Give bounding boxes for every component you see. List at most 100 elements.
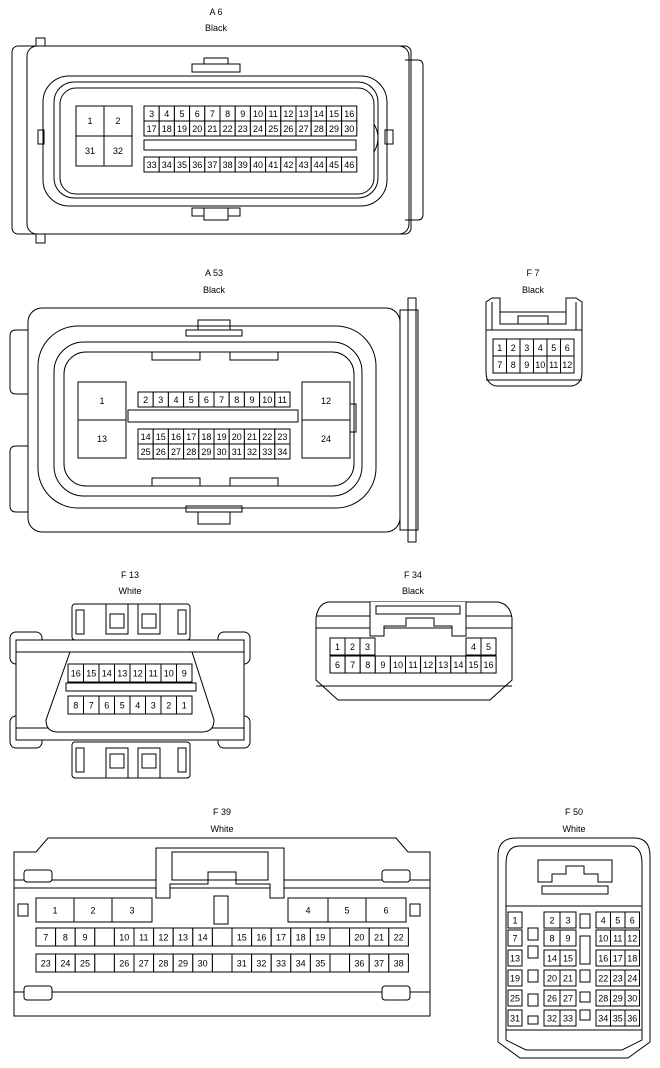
f50-pin: 11: [613, 934, 622, 944]
f50-pin: 31: [510, 1014, 520, 1024]
a6-pin: 40: [253, 160, 263, 170]
f7-pin: 3: [524, 343, 529, 353]
f39-pin: 22: [394, 933, 404, 943]
f50-pin: 27: [563, 994, 573, 1004]
f50-pin: 22: [598, 974, 608, 984]
f50-pin: 36: [627, 1014, 637, 1024]
a53-pin: 3: [158, 395, 163, 405]
f39-pin: 32: [256, 959, 266, 969]
f39-pin: 10: [119, 933, 129, 943]
f34-pin: 14: [453, 660, 463, 670]
f50-pin: 32: [547, 1014, 557, 1024]
a6-pin: 6: [195, 109, 200, 119]
f50-pin-cell: [507, 929, 523, 947]
a6-pin: 7: [210, 109, 215, 119]
f13-pin: 5: [120, 701, 125, 711]
f7-pin: 4: [538, 343, 543, 353]
f50-pin-cell: [507, 949, 523, 967]
f50-pin: 28: [598, 994, 608, 1004]
a53-pin: 32: [247, 447, 257, 457]
f50-pin-cell: [559, 1009, 577, 1027]
f39-pin: 3: [129, 906, 134, 916]
f39-pin: 23: [41, 959, 51, 969]
f34-pin-cell: [359, 637, 376, 656]
a53-pin: 33: [262, 447, 272, 457]
f39-pin: 12: [158, 933, 168, 943]
f34-pin: 11: [408, 660, 417, 670]
a53-pin: 1: [99, 396, 104, 406]
f39-pin: 25: [80, 959, 90, 969]
f34-pin: 5: [486, 642, 491, 652]
a53-pin: 12: [321, 396, 331, 406]
a53-pin: 30: [217, 447, 227, 457]
f39-pin: 1: [52, 906, 57, 916]
f39-pin: 2: [90, 906, 95, 916]
f50-pin: 23: [613, 974, 623, 984]
connector-a53-color: Black: [203, 285, 226, 295]
f50-pin-cell: [559, 949, 577, 967]
a6-pin: 46: [344, 160, 354, 170]
f7-pin: 10: [535, 360, 545, 370]
a6-pin: 11: [269, 109, 278, 119]
f34-pin: 2: [350, 642, 355, 652]
a53-pin: 17: [186, 432, 196, 442]
f13-pin: 9: [182, 669, 187, 679]
f7-pin: 12: [562, 360, 572, 370]
f39-pin-cell: [211, 953, 233, 973]
f39-pin-cell: [329, 953, 351, 973]
f39-pin: 30: [198, 959, 208, 969]
f39-pin: 8: [63, 933, 68, 943]
f13-pin: 1: [182, 701, 187, 711]
a53-pin: 11: [278, 395, 287, 405]
f50-pin: 24: [627, 974, 637, 984]
f34-pin: 8: [365, 660, 370, 670]
f34-pin: 6: [335, 660, 340, 670]
f34-pin-cell: [480, 655, 497, 674]
f13-pin: 14: [102, 669, 112, 679]
f39-pin-cell: [111, 897, 153, 923]
a53-pin: 23: [277, 432, 287, 442]
f50-pin-cell: [559, 969, 577, 987]
a53-pin: 31: [232, 447, 242, 457]
f50-pin: 15: [563, 954, 573, 964]
f7-pin: 9: [524, 360, 529, 370]
a6-pin: 35: [177, 160, 187, 170]
f50-pin-cell: [559, 989, 577, 1007]
f50-pin: 9: [565, 934, 570, 944]
a6-pin: 2: [115, 116, 120, 126]
a53-pin: 27: [171, 447, 181, 457]
a6-pin: 26: [283, 124, 293, 134]
a53-pin: 28: [186, 447, 196, 457]
a53-pin-cell: [274, 391, 291, 408]
f50-pin-cell: [624, 1009, 640, 1027]
f50-pin-cell: [507, 989, 523, 1007]
a53-pin: 7: [219, 395, 224, 405]
f13-pin: 16: [71, 669, 81, 679]
f39-pin-cell: [73, 897, 113, 923]
f39-pin: 37: [374, 959, 384, 969]
f34-pin: 1: [335, 642, 340, 652]
a6-pin: 9: [240, 109, 245, 119]
a6-pin: 17: [147, 124, 157, 134]
f34-pin: 16: [484, 660, 494, 670]
a6-pin: 4: [164, 109, 169, 119]
f39-pin-cell: [327, 897, 367, 923]
f7-pin-cell: [560, 355, 575, 374]
a6-pin: 5: [179, 109, 184, 119]
f7-pin: 5: [551, 343, 556, 353]
f13-pin-cell: [176, 695, 193, 715]
a6-pin: 23: [238, 124, 248, 134]
connector-f39-name: F 39: [213, 807, 231, 817]
f50-pin: 5: [615, 916, 620, 926]
f39-pin-cell: [94, 953, 115, 973]
a53-pin: 14: [141, 432, 151, 442]
f39-pin-cell: [211, 927, 233, 947]
f50-pin: 16: [598, 954, 608, 964]
f50-pin-cell: [624, 929, 640, 947]
